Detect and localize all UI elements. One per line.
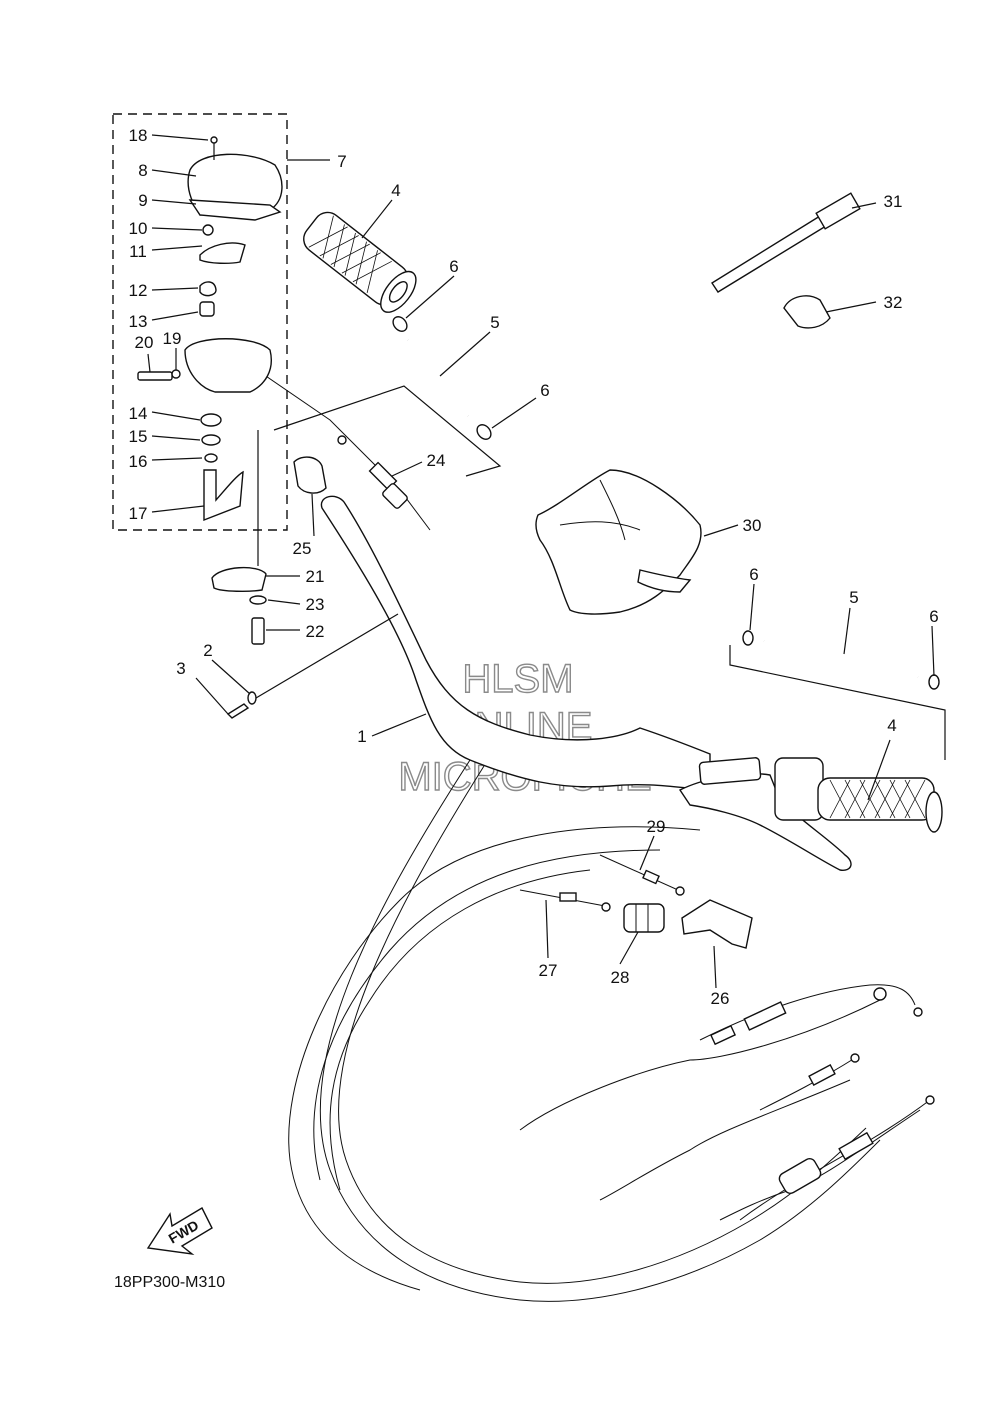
callout-10: 10 [129,219,148,238]
callout-6-right-a: 6 [749,565,758,584]
callout-29: 29 [647,817,666,836]
throttle-housing-parts [137,136,283,522]
callout-31: 31 [884,192,903,211]
callout-6-upper-a: 6 [449,257,458,276]
bolt-22 [251,617,265,645]
callout-30: 30 [743,516,762,535]
throttle-assembly-box [112,113,288,531]
callout-7: 7 [337,152,346,171]
callout-28: 28 [611,968,630,987]
callout-25: 25 [293,539,312,558]
callout-24: 24 [427,451,446,470]
callout-32: 32 [884,293,903,312]
bar-end-shaft-right [729,630,946,760]
cable-27 [519,889,611,912]
collar-25 [293,456,327,494]
washer-23 [249,595,267,605]
callouts: 18 8 9 10 11 12 13 20 19 14 15 16 17 7 4… [129,126,939,1008]
callout-17: 17 [129,504,148,523]
drawing-code: 18PP300-M310 [114,1274,225,1291]
callout-16: 16 [129,452,148,471]
callout-21: 21 [306,567,325,586]
callout-23: 23 [306,595,325,614]
right-grip [817,777,943,833]
throttle-cable-upper [699,984,923,1046]
callout-2: 2 [203,641,212,660]
cable-29 [599,854,685,896]
callout-11: 11 [129,242,147,261]
cable-clamp [783,295,831,329]
left-grip [303,211,417,313]
leader-lines [147,134,935,989]
leader-2-to-bar [255,613,399,699]
cable-tie [711,192,861,293]
callout-8: 8 [138,161,147,180]
handle-cover [535,469,702,615]
fwd-arrow: FWD [146,1207,213,1256]
handlebar [320,495,711,791]
callout-26: 26 [711,989,730,1008]
bar-end-shaft-upper [392,316,492,440]
callout-14: 14 [129,404,148,423]
callout-18: 18 [129,126,148,145]
adjuster-nut [623,903,665,933]
callout-12: 12 [129,281,148,300]
throttle-cable-middle [759,1053,860,1111]
callout-9: 9 [138,191,147,210]
callout-13: 13 [129,312,148,331]
callout-22: 22 [306,622,325,641]
cable-24 [259,371,431,531]
callout-1: 1 [357,727,366,746]
callout-27: 27 [539,961,558,980]
throttle-cable-lower [739,1095,935,1221]
callout-6-upper-b: 6 [540,381,549,400]
leader-24-box [273,385,502,477]
callout-4-upper: 4 [391,181,400,200]
bracket-21 [211,430,267,593]
watermark-line-1: HLSM [462,657,573,701]
callout-5-upper: 5 [490,313,499,332]
callout-15: 15 [129,427,148,446]
cover-bracket [681,899,753,949]
callout-19: 19 [163,329,182,348]
callout-4-right: 4 [887,716,896,735]
callout-6-right-b: 6 [929,607,938,626]
callout-3: 3 [176,659,185,678]
pin-3 [226,703,250,719]
right-lever-assembly [678,757,852,871]
callout-20: 20 [135,333,154,352]
callout-5-right: 5 [849,588,858,607]
